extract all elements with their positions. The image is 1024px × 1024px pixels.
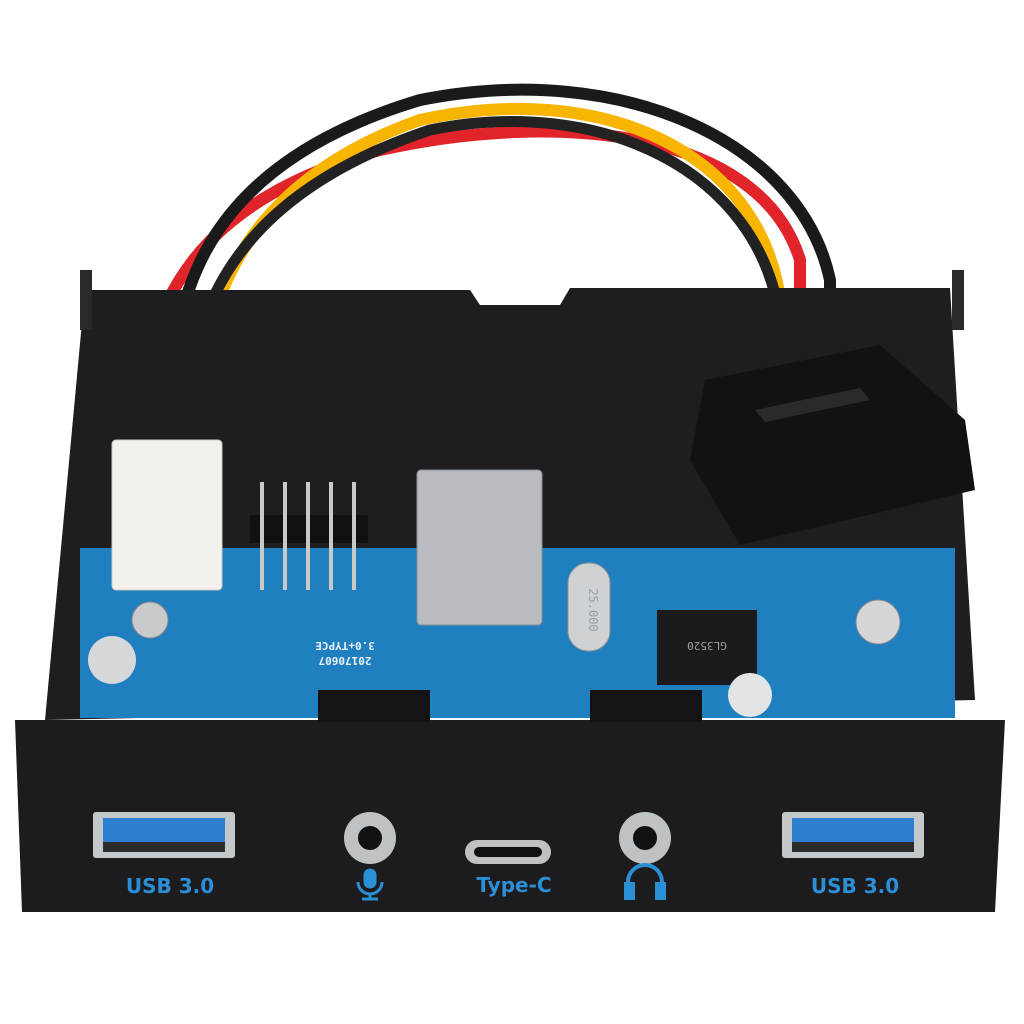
sata-power-connector xyxy=(690,345,975,545)
pcb-date-text: 20170607 xyxy=(319,654,372,667)
gl3520-chip xyxy=(657,610,757,685)
front-panel xyxy=(15,720,1005,912)
capacitor-left xyxy=(88,636,136,684)
crystal-oscillator xyxy=(567,562,611,652)
usb-left-label: USB 3.0 xyxy=(126,874,214,898)
headphones-icon xyxy=(624,863,666,900)
type-c-port[interactable] xyxy=(465,840,551,864)
screw-right xyxy=(855,599,901,645)
screw-left xyxy=(131,601,169,639)
molex-connector xyxy=(111,439,223,591)
pcb-model-text: 3.0+TYPCE xyxy=(315,639,375,652)
usb-right-label: USB 3.0 xyxy=(811,874,899,898)
microphone-icon xyxy=(356,868,384,901)
usb-port-right[interactable] xyxy=(782,812,924,858)
usb-port-left[interactable] xyxy=(93,812,235,858)
capacitor-right xyxy=(728,673,772,717)
type-c-label: Type-C xyxy=(476,873,551,897)
chip-label: GL3520 xyxy=(687,639,727,652)
mic-jack[interactable] xyxy=(344,812,396,864)
pin-header xyxy=(250,482,368,590)
crystal-label: 25.000 xyxy=(586,588,600,631)
internal-usb-port xyxy=(416,469,543,626)
headphone-jack[interactable] xyxy=(619,812,671,864)
